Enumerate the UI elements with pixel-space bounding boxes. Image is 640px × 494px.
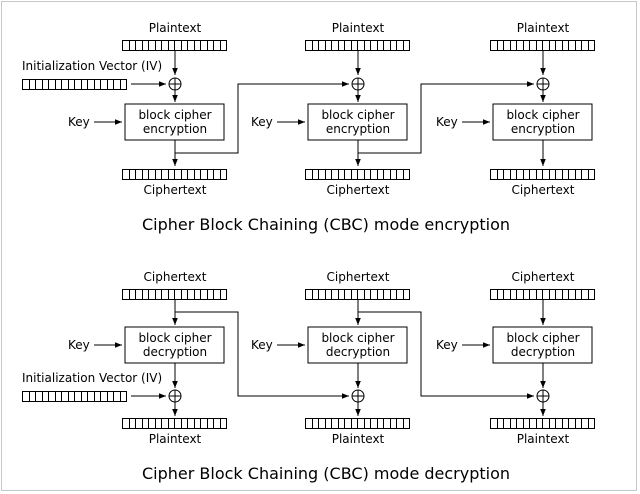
dec-key-label-3: Key xyxy=(436,338,458,352)
dec-chain-arrow-2 xyxy=(358,311,534,399)
dec-cipher-line2-1: decryption xyxy=(143,345,207,359)
dec-ciphertext-register-1 xyxy=(122,289,227,300)
enc-plaintext-register-1 xyxy=(122,40,227,51)
dec-block-2: Ciphertext Key block cipher decryption P… xyxy=(251,270,410,446)
dec-cipher-line1-3: block cipher xyxy=(506,331,579,345)
encryption-title: Cipher Block Chaining (CBC) mode encrypt… xyxy=(142,215,510,234)
enc-plaintext-label-2: Plaintext xyxy=(332,21,385,35)
enc-block-1: Plaintext Key block cipher encryption Ci… xyxy=(68,21,227,197)
enc-plaintext-label-3: Plaintext xyxy=(517,21,570,35)
enc-block-3: Plaintext Key block cipher encryption Ci… xyxy=(436,21,595,197)
enc-chain-arrow-1 xyxy=(175,81,349,154)
dec-ciphertext-label-1: Ciphertext xyxy=(144,270,207,284)
enc-ciphertext-label-3: Ciphertext xyxy=(512,183,575,197)
dec-key-label-1: Key xyxy=(68,338,90,352)
xor-icon xyxy=(351,389,365,403)
enc-cipher-line2-3: encryption xyxy=(511,122,575,136)
dec-cipher-box-1 xyxy=(124,326,225,364)
enc-block-2: Plaintext Key block cipher encryption Ci… xyxy=(251,21,410,197)
enc-ciphertext-register-2 xyxy=(305,169,410,180)
enc-cipher-line1-1: block cipher xyxy=(138,108,211,122)
xor-icon xyxy=(168,77,182,91)
enc-chain-arrow-2 xyxy=(358,81,534,154)
enc-cipher-line1-2: block cipher xyxy=(321,108,394,122)
dec-plaintext-label-1: Plaintext xyxy=(149,432,202,446)
dec-plaintext-register-3 xyxy=(490,418,595,429)
enc-plaintext-register-3 xyxy=(490,40,595,51)
enc-cipher-box-1 xyxy=(124,103,225,141)
dec-block-1: Ciphertext Key block cipher decryption P… xyxy=(68,270,227,446)
enc-key-label-2: Key xyxy=(251,115,273,129)
encryption-section: Initialization Vector (IV) Plaintext Key… xyxy=(22,21,595,234)
dec-ciphertext-label-3: Ciphertext xyxy=(512,270,575,284)
dec-cipher-line2-3: decryption xyxy=(511,345,575,359)
xor-icon xyxy=(536,77,550,91)
dec-ciphertext-register-3 xyxy=(490,289,595,300)
dec-chain-arrow-1 xyxy=(175,311,349,399)
enc-plaintext-label-1: Plaintext xyxy=(149,21,202,35)
dec-iv-label: Initialization Vector (IV) xyxy=(22,371,162,385)
dec-ciphertext-register-2 xyxy=(305,289,410,300)
enc-key-label-1: Key xyxy=(68,115,90,129)
xor-icon xyxy=(168,389,182,403)
decryption-section: Ciphertext Key block cipher decryption P… xyxy=(22,270,595,483)
xor-icon xyxy=(536,389,550,403)
dec-block-3: Ciphertext Key block cipher decryption P… xyxy=(436,270,595,446)
decryption-title: Cipher Block Chaining (CBC) mode decrypt… xyxy=(142,464,510,483)
enc-iv-register xyxy=(22,79,127,90)
enc-ciphertext-register-1 xyxy=(122,169,227,180)
dec-cipher-line2-2: decryption xyxy=(326,345,390,359)
dec-cipher-line1-1: block cipher xyxy=(138,331,211,345)
dec-ciphertext-label-2: Ciphertext xyxy=(327,270,390,284)
dec-iv-register xyxy=(22,391,127,402)
enc-cipher-box-3 xyxy=(492,103,593,141)
dec-cipher-box-2 xyxy=(307,326,408,364)
dec-cipher-line1-2: block cipher xyxy=(321,331,394,345)
dec-key-label-2: Key xyxy=(251,338,273,352)
dec-plaintext-label-2: Plaintext xyxy=(332,432,385,446)
enc-ciphertext-register-3 xyxy=(490,169,595,180)
enc-iv-label: Initialization Vector (IV) xyxy=(22,59,162,73)
dec-plaintext-register-1 xyxy=(122,418,227,429)
dec-plaintext-label-3: Plaintext xyxy=(517,432,570,446)
xor-icon xyxy=(351,77,365,91)
enc-plaintext-register-2 xyxy=(305,40,410,51)
enc-ciphertext-label-2: Ciphertext xyxy=(327,183,390,197)
dec-cipher-box-3 xyxy=(492,326,593,364)
dec-plaintext-register-2 xyxy=(305,418,410,429)
enc-cipher-box-2 xyxy=(307,103,408,141)
enc-cipher-line1-3: block cipher xyxy=(506,108,579,122)
enc-cipher-line2-2: encryption xyxy=(326,122,390,136)
enc-cipher-line2-1: encryption xyxy=(143,122,207,136)
enc-key-label-3: Key xyxy=(436,115,458,129)
enc-ciphertext-label-1: Ciphertext xyxy=(144,183,207,197)
